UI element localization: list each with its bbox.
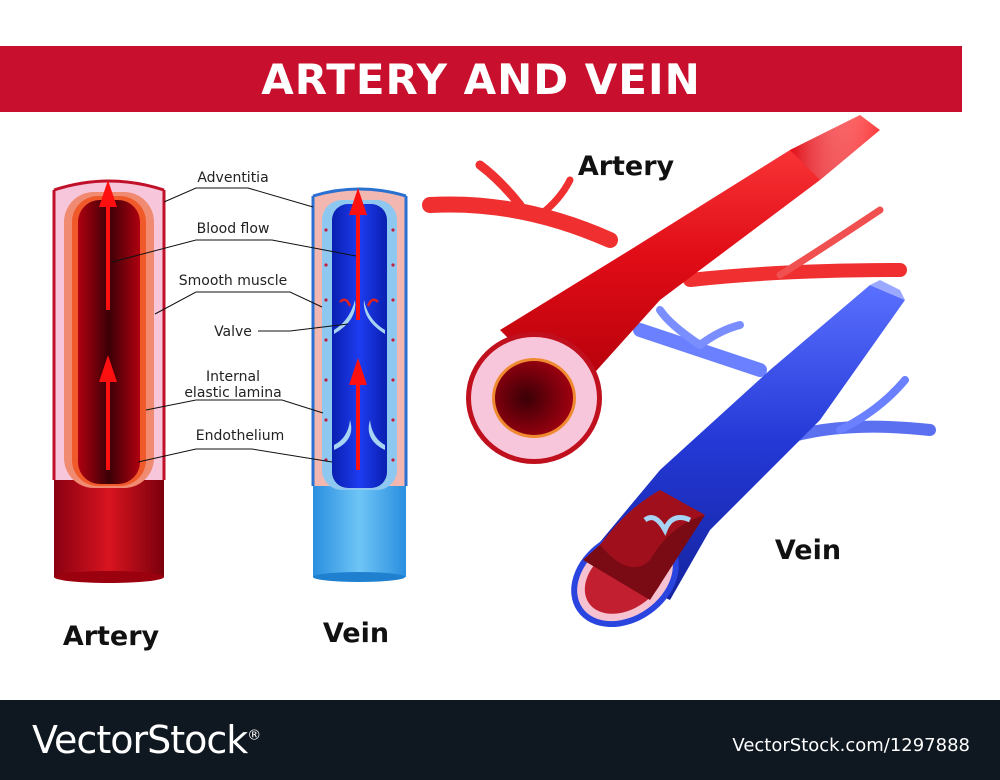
vectorstock-logo: VectorStock® <box>32 718 261 762</box>
image-id: VectorStock.com/1297888 <box>732 735 970 756</box>
caption-artery-section: Artery <box>63 621 160 652</box>
vein-section <box>311 187 408 582</box>
artery-lumen <box>78 200 140 484</box>
label-elastic-lamina: elastic lamina <box>184 385 281 401</box>
label-valve: Valve <box>214 324 252 340</box>
brand-name: VectorStock <box>32 718 248 762</box>
label-smooth-muscle: Smooth muscle <box>179 273 287 289</box>
vein-outer-wall <box>313 480 406 577</box>
vein-valve-upper-right <box>363 300 385 334</box>
artery-vein-diagram: Adventitia Blood flow Smooth muscle Valv… <box>52 115 936 652</box>
artery-3d-body <box>500 115 880 400</box>
label-internal: Internal <box>206 369 260 385</box>
caption-vein-section: Vein <box>323 618 389 649</box>
title-banner: ARTERY AND VEIN <box>0 46 962 112</box>
caption-artery-3d: Artery <box>578 151 675 182</box>
label-leader-lines <box>111 187 357 463</box>
page-title: ARTERY AND VEIN <box>261 54 701 104</box>
vein-valve-upper-left <box>334 300 356 334</box>
watermark-footer: VectorStock® VectorStock.com/1297888 <box>0 700 1000 780</box>
vein-valve-lower-left <box>334 420 352 450</box>
label-adventitia: Adventitia <box>197 170 268 186</box>
vein-lumen <box>332 204 387 488</box>
vein-3d <box>571 280 936 628</box>
label-blood-flow: Blood flow <box>197 221 270 237</box>
artery-section <box>52 179 166 583</box>
registered-mark: ® <box>247 727 261 744</box>
artery-3d <box>422 115 907 464</box>
caption-vein-3d: Vein <box>775 535 841 566</box>
vein-valve-lower-right <box>368 420 385 450</box>
label-endothelium: Endothelium <box>196 428 284 444</box>
